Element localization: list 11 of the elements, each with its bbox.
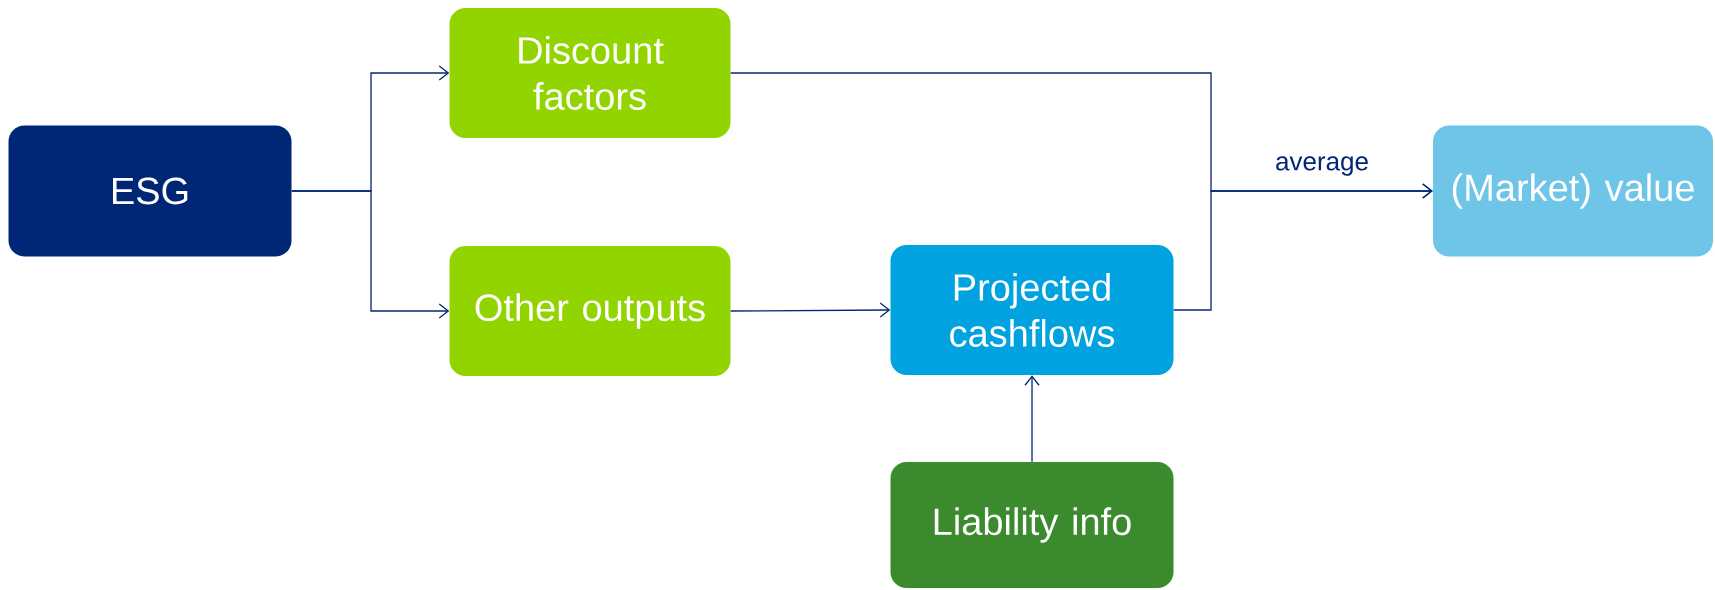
process-box: ESG (8, 125, 292, 257)
process-box: Other outputs (449, 246, 731, 376)
process-box: (Market) value (1433, 125, 1713, 257)
arrow (1024, 375, 1040, 463)
process-box: Projected cashflows (890, 245, 1174, 375)
arrow (291, 190, 450, 319)
edge-label: average (1274, 155, 1370, 177)
process-box: Liability info (890, 462, 1174, 588)
arrow (730, 302, 891, 318)
process-box: Discount factors (449, 8, 731, 138)
arrow (1173, 183, 1433, 311)
